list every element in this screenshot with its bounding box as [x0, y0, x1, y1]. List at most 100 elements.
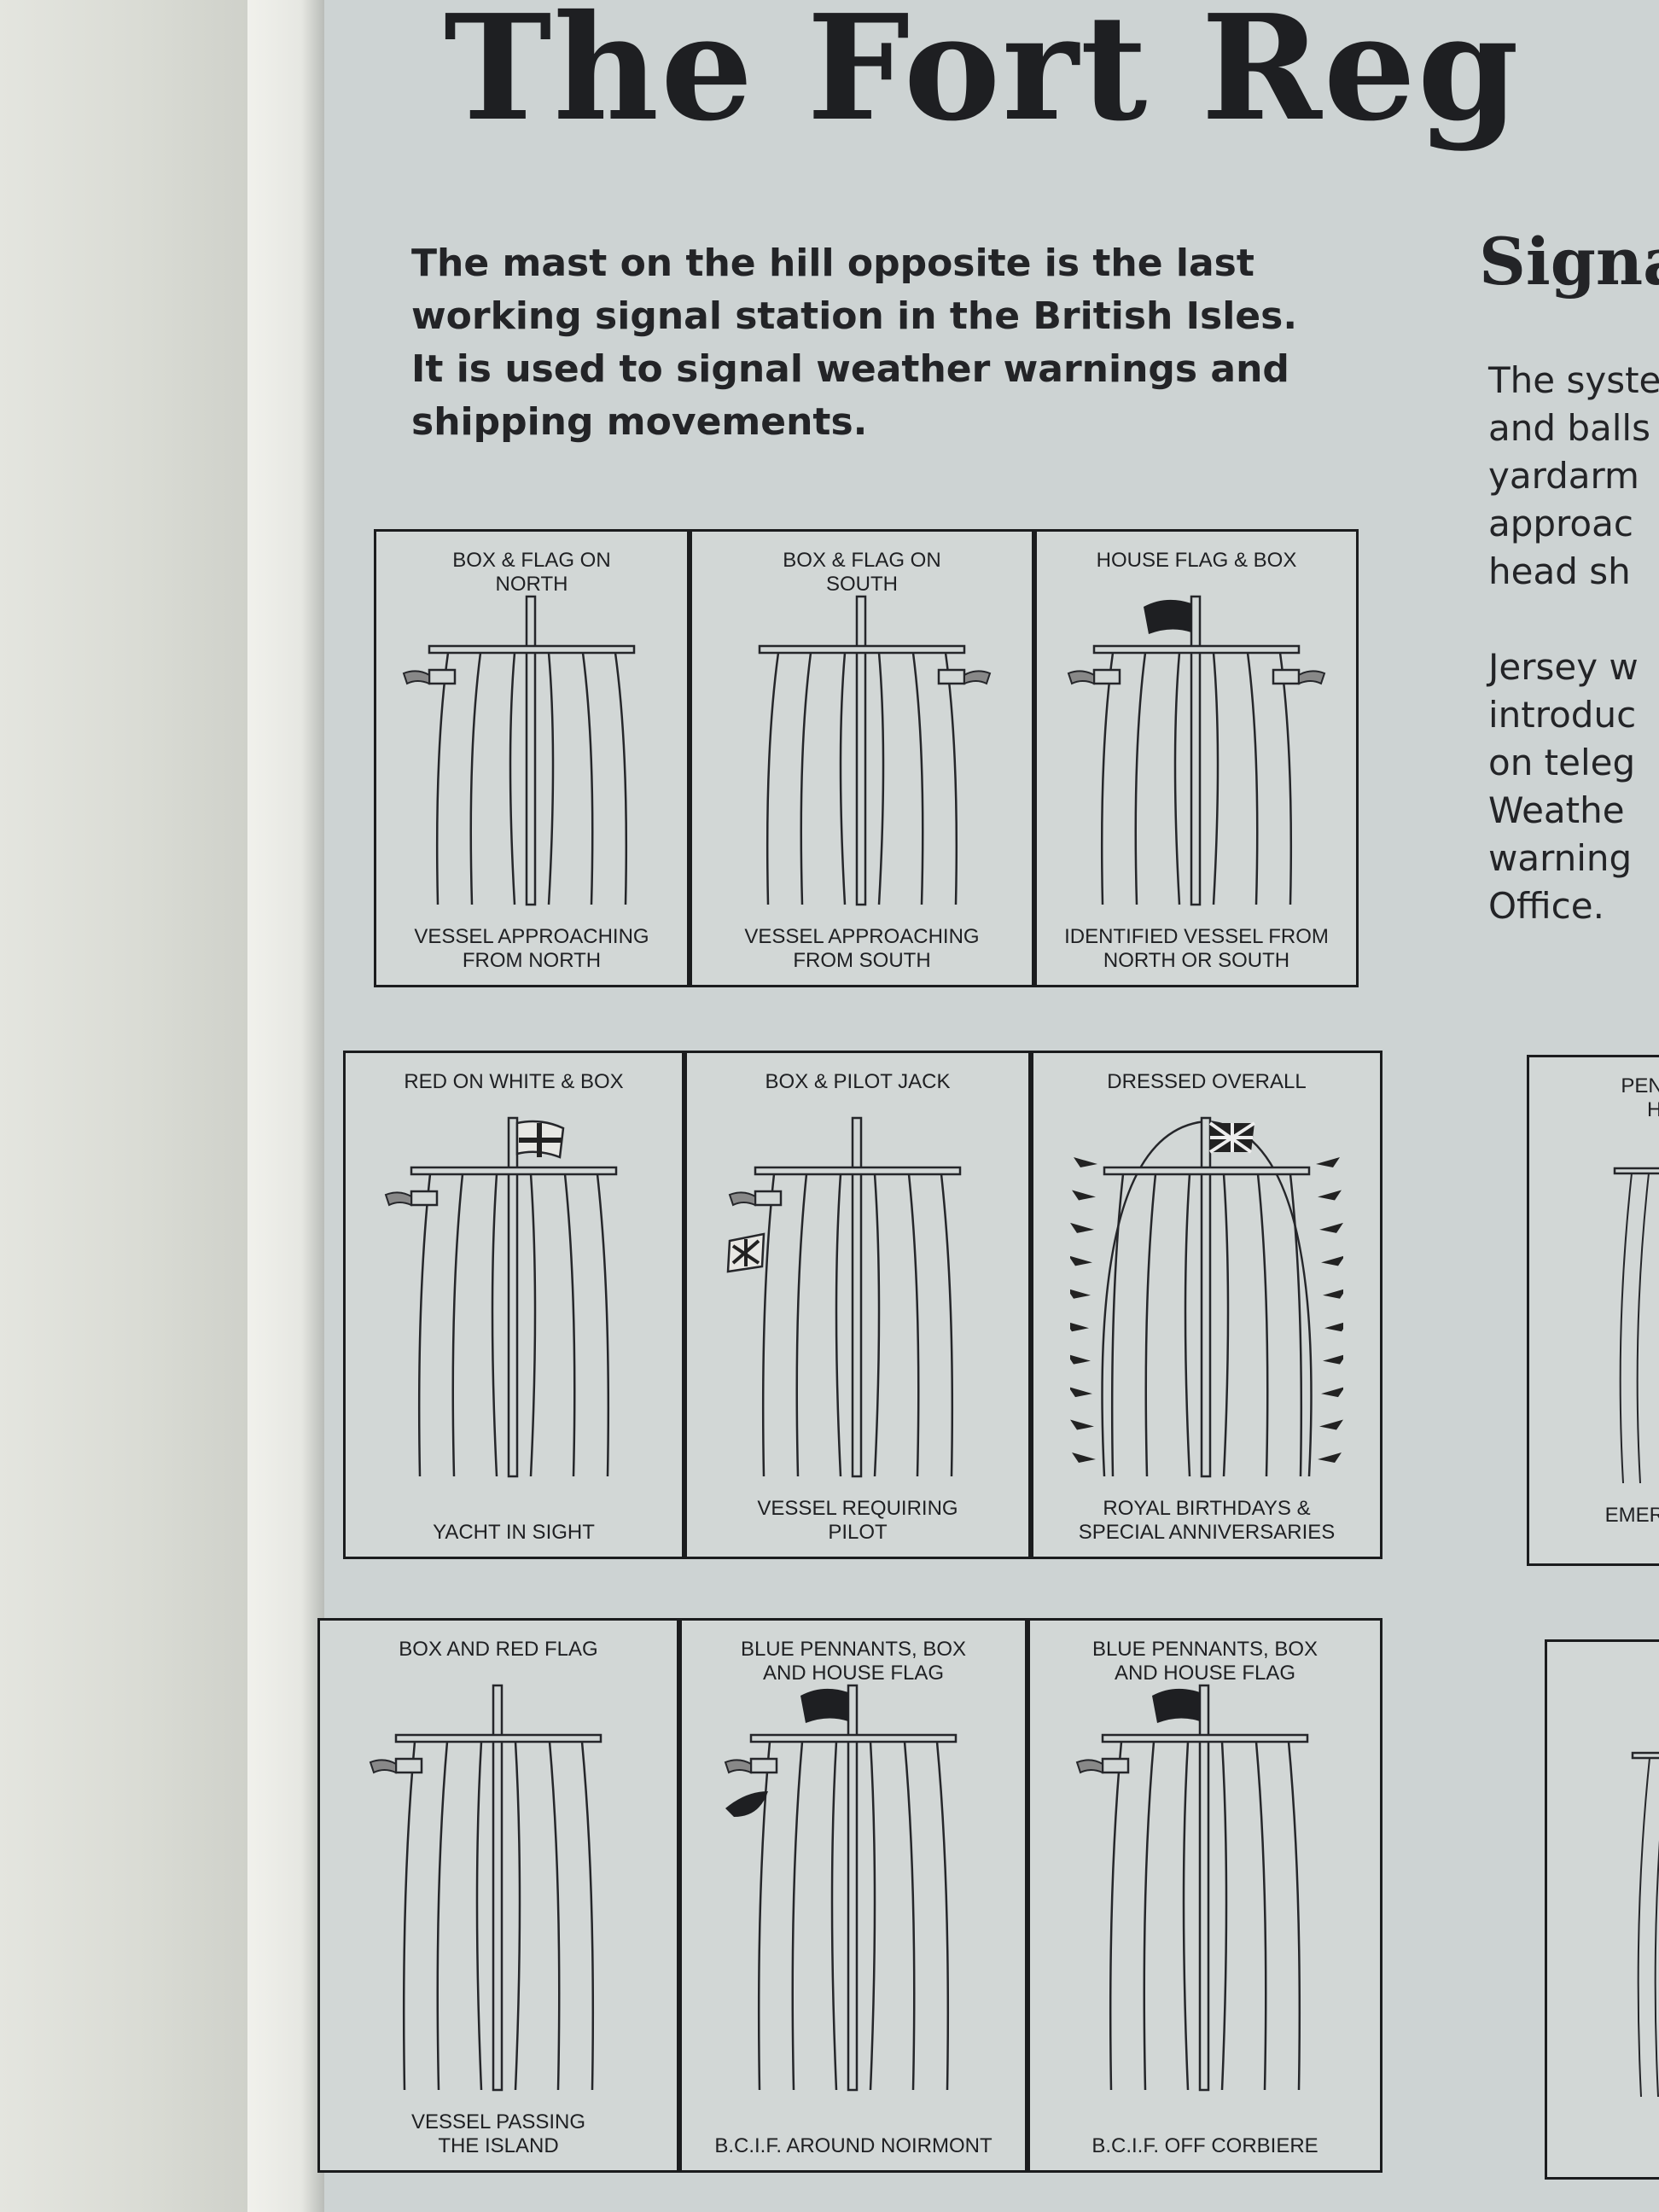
- signal-name: R: [1547, 1659, 1659, 1683]
- yardarm: [1103, 1166, 1311, 1176]
- mast-pole: [507, 1116, 519, 1478]
- box-icon: [428, 668, 457, 685]
- pennant-flag-icon: [1070, 1387, 1092, 1398]
- label-line: SPECIAL ANNIVERSARIES: [1078, 1521, 1336, 1544]
- box-icon: [937, 668, 966, 685]
- label-line: R: [1547, 1659, 1659, 1683]
- mast-pole: [847, 1684, 859, 2092]
- yardarm: [1101, 1733, 1309, 1743]
- signal-name: PENNHO: [1529, 1074, 1659, 1122]
- yardarm: [428, 644, 636, 655]
- yardarm: [394, 1733, 602, 1743]
- label-line: VESSEL REQUIRING: [757, 1497, 958, 1520]
- signal-mast-icon: [1075, 1684, 1309, 2092]
- pennant-flag-icon: [1319, 1419, 1343, 1430]
- pennant-flag-icon: [1070, 1354, 1091, 1365]
- signal-mast-icon: [1613, 1167, 1659, 1484]
- label-line: AND HOUSE FLAG: [1114, 1662, 1296, 1685]
- label-line: VESSEL PASSING: [410, 2110, 586, 2133]
- union-jack-icon: [1208, 1121, 1256, 1154]
- label-line: YACHT IN SIGHT: [433, 1521, 595, 1544]
- box-icon: [410, 1190, 439, 1207]
- label-line: BLUE PENNANTS, BOX: [740, 1638, 967, 1661]
- signal-panel: RO: [1545, 1639, 1659, 2180]
- mast-pole: [851, 1116, 863, 1478]
- box-icon: [1092, 668, 1121, 685]
- label-line: VESSEL APPROACHING: [414, 925, 649, 948]
- pennant-icon: [402, 670, 430, 685]
- label-line: O: [1547, 2141, 1659, 2165]
- intro-line: It is used to signal weather warnings an…: [411, 347, 1289, 391]
- signal-mast-icon: [724, 1684, 958, 2092]
- side-line: head sh: [1488, 550, 1631, 592]
- label-line: BLUE PENNANTS, BOX: [1091, 1638, 1318, 1661]
- label-line: PILOT: [828, 1521, 888, 1544]
- intro-line: working signal station in the British Is…: [411, 294, 1298, 338]
- pennant-flag-icon: [1318, 1190, 1342, 1201]
- pennant-flag-icon: [1074, 1157, 1097, 1167]
- intro-text: The mast on the hill opposite is the las…: [411, 237, 1367, 449]
- signal-name: BOX AND RED FLAG: [320, 1638, 677, 1662]
- wall: [0, 0, 247, 2212]
- label-line: B.C.I.F. OFF CORBIERE: [1091, 2134, 1318, 2157]
- yardarm: [749, 1733, 958, 1743]
- label-line: IDENTIFIED VESSEL FROM: [1064, 925, 1329, 948]
- yardarm: [758, 644, 966, 655]
- label-line: DRESSED OVERALL: [1107, 1070, 1307, 1093]
- label-line: VESSEL APPROACHING: [744, 925, 980, 948]
- yardarm: [754, 1166, 962, 1176]
- pennant-flag-icon: [1321, 1387, 1343, 1398]
- label-line: FROM SOUTH: [793, 949, 931, 972]
- pennant-flag-icon: [1070, 1222, 1094, 1233]
- label-line: IN: [1529, 1528, 1659, 1551]
- signal-meaning: B.C.I.F. AROUND NOIRMONT: [682, 2134, 1025, 2158]
- pennant-flag-icon: [1316, 1157, 1340, 1167]
- label-line: THE ISLAND: [438, 2134, 559, 2157]
- mast-pole: [525, 595, 537, 906]
- pennant-icon: [963, 670, 992, 685]
- pennant-flag-icon: [1070, 1322, 1089, 1332]
- yardarm: [410, 1166, 618, 1176]
- mast-pole: [855, 595, 867, 906]
- signal-mast-icon: [384, 1116, 618, 1478]
- signal-meaning: ROYAL BIRTHDAYS &SPECIAL ANNIVERSARIES: [1033, 1497, 1380, 1545]
- side-line: The syste: [1488, 359, 1659, 401]
- box-icon: [1101, 1757, 1130, 1774]
- label-line: RED ON WHITE & BOX: [404, 1070, 624, 1093]
- label-line: NORTH OR SOUTH: [1103, 949, 1290, 972]
- side-line: on teleg: [1488, 742, 1636, 783]
- pennant-flag-icon: [1070, 1419, 1094, 1430]
- pennant-icon: [724, 1759, 752, 1774]
- box-icon: [1272, 668, 1301, 685]
- signal-mast-icon: [758, 595, 992, 906]
- signal-panel: DRESSED OVERALL ROYAL BIRTHDAYS &SPECIAL …: [1031, 1051, 1382, 1559]
- signal-meaning: O: [1547, 2141, 1659, 2165]
- box-icon: [754, 1190, 783, 1207]
- label-line: BOX & PILOT JACK: [765, 1070, 951, 1093]
- house-flag-icon: [800, 1688, 848, 1723]
- signal-mast-icon: [402, 595, 636, 906]
- signal-mast-icon: [726, 1116, 962, 1478]
- signal-meaning: YACHT IN SIGHT: [346, 1521, 682, 1545]
- pennant-flag-icon: [1070, 1255, 1092, 1266]
- signal-name: HOUSE FLAG & BOX: [1037, 549, 1356, 573]
- side-line: Jersey w: [1488, 646, 1639, 688]
- label-line: EMERA: [1604, 1504, 1659, 1527]
- signal-name: BOX & PILOT JACK: [687, 1070, 1028, 1094]
- house-flag-icon: [1144, 599, 1191, 634]
